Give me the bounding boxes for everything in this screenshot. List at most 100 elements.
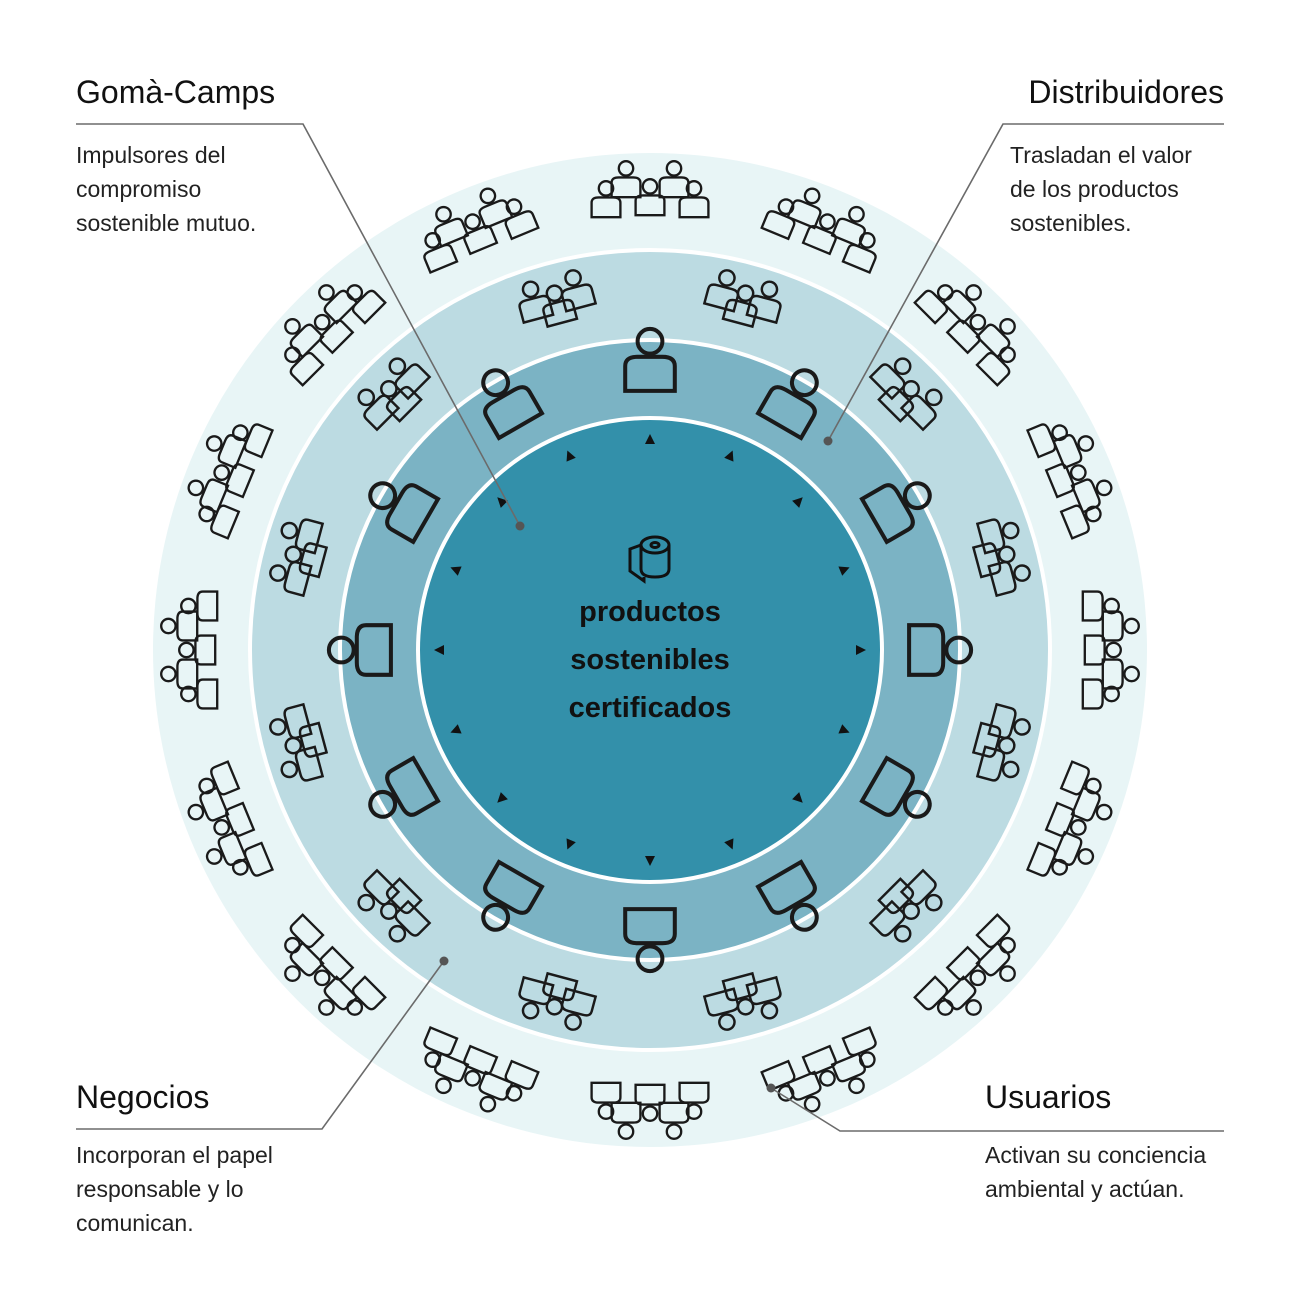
arrow-icon [645,434,655,444]
person-icon [284,913,325,954]
person-icon [284,941,325,982]
arrow-icon [724,450,734,462]
desc-goma-camps: Impulsores del compromiso sostenible mut… [76,138,256,240]
person-icon [801,1044,837,1087]
person-icon [180,590,219,622]
center-line-1: productos [579,596,721,628]
person-icon [1081,678,1120,710]
person-icon [380,380,423,423]
person-icon [346,975,387,1016]
person-icon [975,913,1016,954]
person-icon [678,180,710,219]
person-icon [877,877,920,920]
crowd-small [971,702,1031,782]
person-icon [368,481,441,545]
crowd-small [518,269,598,329]
crowd-small [868,868,943,943]
person-icon [1025,423,1068,459]
crowd-large [284,913,387,1016]
person-icon [760,198,796,241]
desc-goma-camps-line: compromiso [76,176,202,202]
person-icon [841,1025,877,1068]
toilet-paper-roll-icon [628,535,671,584]
title-distribuidores: Distribuidores [1028,74,1224,110]
person-icon [198,760,241,796]
person-icon [721,284,758,329]
crowd-small [357,357,432,432]
arrow-icon [856,645,866,655]
person-icon [1052,830,1095,866]
person-icon [1025,841,1068,877]
leader-dot-distribuidores [823,436,833,446]
center-line-3: certificados [569,692,732,724]
person-icon [590,180,622,219]
crowd-large [590,1081,710,1140]
person-icon [504,198,540,241]
person-icon [971,721,1016,758]
person-icon [1059,760,1102,796]
person-icon [634,1083,666,1122]
person-icon [232,841,275,877]
person-icon [463,213,499,256]
person-icon [859,755,932,819]
person-icon [786,187,822,230]
person-group-negocios [269,269,1031,1031]
person-icon [830,1052,866,1095]
person-icon [368,755,441,819]
person-icon [423,1025,459,1068]
desc-distribuidores-line: sostenibles. [1010,210,1132,236]
person-icon [284,346,325,387]
person-icon [971,542,1016,579]
arrow-icon [838,724,850,734]
person-icon [434,1052,470,1095]
person-icon [213,463,256,499]
person-icon [423,232,459,275]
desc-usuarios: Activan su conciencia ambiental y actúan… [985,1138,1206,1206]
person-group-distribuidores [326,326,974,974]
person-icon [678,1081,710,1120]
desc-usuarios-line: Activan su conciencia [985,1142,1207,1168]
person-icon [590,1081,622,1120]
person-icon [284,318,325,359]
person-icon [232,423,275,459]
person-icon [1044,801,1087,837]
person-icon [623,907,677,974]
arrow-icon [724,838,734,850]
leader-negocios [76,960,445,1130]
person-icon [801,213,837,256]
person-icon [1070,478,1113,514]
desc-negocios-line: responsable y lo [76,1176,244,1202]
crowd-small [269,518,329,598]
desc-negocios-line: Incorporan el papel [76,1142,273,1168]
person-icon [542,284,579,329]
person-icon [198,504,241,540]
desc-usuarios-line: ambiental y actúan. [985,1176,1185,1202]
person-icon [755,859,819,932]
crowd-small [269,702,329,782]
person-icon [1059,504,1102,540]
person-icon [284,542,329,579]
crowd-large [187,760,275,877]
title-negocios: Negocios [76,1079,210,1115]
person-icon [1044,463,1087,499]
arrow-icon [566,838,576,850]
desc-distribuidores-line: de los productos [1010,176,1179,202]
crowd-large [1081,590,1140,710]
person-icon [1101,610,1140,642]
person-icon [434,205,470,248]
leader-goma-camps [76,123,521,527]
person-icon [478,1070,514,1113]
crowd-small [868,357,943,432]
desc-negocios-line: comunican. [76,1210,194,1236]
arrow-icon [838,566,850,576]
desc-negocios: Incorporan el papel responsable y lo com… [76,1138,273,1240]
crowd-large [1025,760,1113,877]
person-icon [975,941,1016,982]
crowd-large [590,160,710,219]
person-icon [975,318,1016,359]
leader-usuarios [770,1087,1224,1132]
person-icon [877,380,920,423]
person-icon [610,1101,642,1140]
crowd-large [423,187,540,275]
